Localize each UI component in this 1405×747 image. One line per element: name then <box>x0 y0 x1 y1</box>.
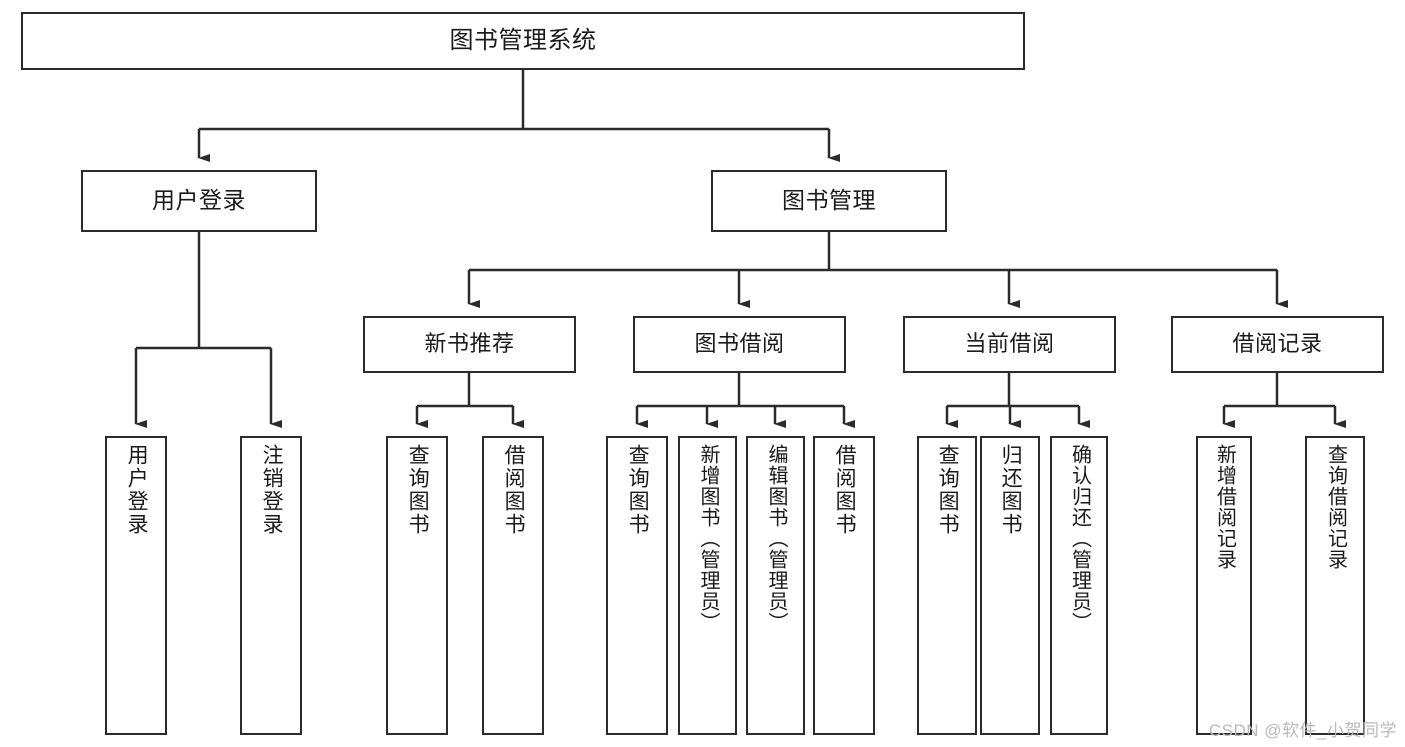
watermark-text: CSDN @软件_小贺同学 <box>1208 721 1397 740</box>
node-label: 查询图书 <box>626 444 650 536</box>
node-leaf-record-query[interactable]: 查询借阅记录 <box>1305 436 1365 735</box>
node-leaf-newbook-borrow[interactable]: 借阅图书 <box>482 436 544 735</box>
node-leaf-borrow-query[interactable]: 查询图书 <box>606 436 668 735</box>
node-leaf-user-login[interactable]: 用户登录 <box>105 436 167 735</box>
node-label: 借阅图书 <box>833 444 857 536</box>
node-borrow-record[interactable]: 借阅记录 <box>1171 316 1384 373</box>
node-leaf-record-add[interactable]: 新增借阅记录 <box>1196 436 1252 735</box>
node-label: 用户登录 <box>152 187 246 214</box>
node-label: 图书管理系统 <box>449 26 597 54</box>
node-leaf-user-logout[interactable]: 注销登录 <box>240 436 302 735</box>
node-label: 归还图书 <box>999 444 1023 536</box>
node-label: 用户登录 <box>125 444 149 536</box>
node-new-book-recommend[interactable]: 新书推荐 <box>363 316 576 373</box>
node-label: 编辑图书（管理员） <box>765 444 787 633</box>
node-leaf-borrow-edit-book[interactable]: 编辑图书（管理员） <box>746 436 805 735</box>
node-label: 查询图书 <box>406 444 430 536</box>
node-leaf-borrow-book[interactable]: 借阅图书 <box>813 436 875 735</box>
node-label: 确认归还（管理员） <box>1068 444 1091 633</box>
node-leaf-current-confirm-return[interactable]: 确认归还（管理员） <box>1050 436 1108 735</box>
node-label: 注销登录 <box>260 444 284 536</box>
node-label: 当前借阅 <box>964 331 1055 357</box>
node-label: 新增借阅记录 <box>1213 444 1236 570</box>
node-leaf-current-query[interactable]: 查询图书 <box>917 436 977 735</box>
node-book-management[interactable]: 图书管理 <box>711 170 947 232</box>
node-root-system[interactable]: 图书管理系统 <box>21 12 1025 70</box>
node-label: 新书推荐 <box>424 331 515 357</box>
node-label: 查询图书 <box>936 444 960 536</box>
node-label: 新增图书（管理员） <box>697 444 719 633</box>
node-leaf-borrow-add-book[interactable]: 新增图书（管理员） <box>678 436 737 735</box>
node-label: 图书借阅 <box>694 331 785 357</box>
node-current-borrow[interactable]: 当前借阅 <box>903 316 1116 373</box>
node-leaf-current-return[interactable]: 归还图书 <box>980 436 1040 735</box>
node-label: 图书管理 <box>782 187 876 214</box>
node-leaf-newbook-query[interactable]: 查询图书 <box>386 436 448 735</box>
node-label: 查询借阅记录 <box>1324 444 1347 570</box>
node-book-borrow[interactable]: 图书借阅 <box>633 316 846 373</box>
node-user-login[interactable]: 用户登录 <box>81 170 317 232</box>
node-label: 借阅图书 <box>502 444 526 536</box>
node-label: 借阅记录 <box>1232 331 1323 357</box>
